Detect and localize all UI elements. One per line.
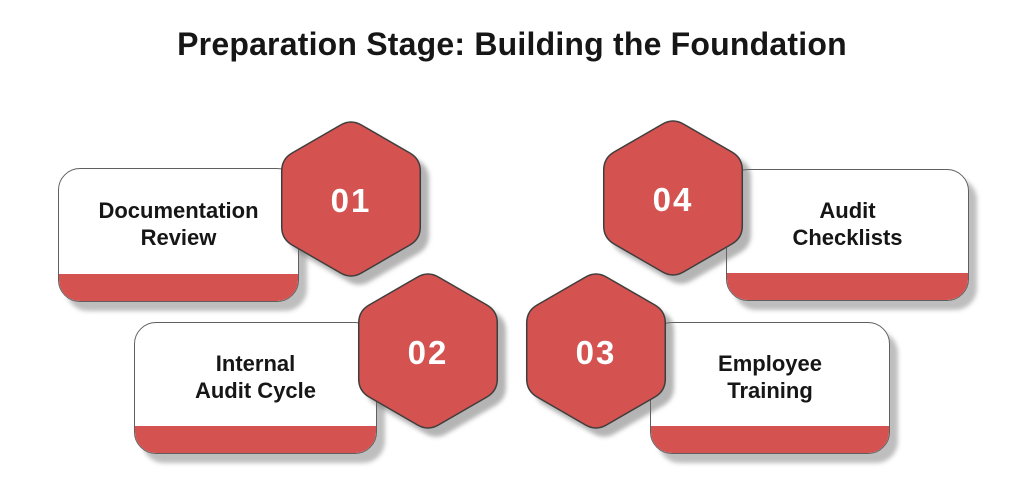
page-title: Preparation Stage: Building the Foundati… — [177, 26, 847, 62]
card-accent-bar — [727, 273, 968, 300]
card-accent-bar — [135, 426, 376, 453]
card-label-line: Checklists — [792, 224, 903, 250]
card-accent-bar — [59, 274, 298, 301]
card-documentation-review: Documentation Review — [58, 168, 299, 302]
card-label-line: Audit Cycle — [194, 377, 317, 403]
card-label-line: Training — [727, 377, 813, 403]
card-label-line: Internal — [215, 350, 296, 376]
card-label: Employee Training — [651, 329, 889, 426]
card-employee-training: Employee Training — [650, 322, 890, 454]
hexagon-step-3: 03 — [510, 260, 682, 446]
card-label: Audit Checklists — [727, 176, 968, 273]
card-label: Documentation Review — [59, 175, 298, 274]
card-label-line: Audit — [819, 197, 876, 223]
card-label: Internal Audit Cycle — [135, 329, 376, 426]
hexagon-step-4: 04 — [587, 107, 759, 293]
card-label-line: Employee — [718, 350, 822, 376]
step-number: 04 — [652, 181, 694, 218]
card-internal-audit-cycle: Internal Audit Cycle — [134, 322, 377, 454]
card-audit-checklists: Audit Checklists — [726, 169, 969, 301]
step-number: 03 — [575, 334, 617, 371]
card-accent-bar — [651, 426, 889, 453]
step-number: 01 — [330, 182, 372, 219]
hexagon-step-1: 01 — [265, 108, 437, 294]
hexagon-step-2: 02 — [342, 260, 514, 446]
step-number: 02 — [407, 334, 449, 371]
card-label-line: Documentation — [98, 197, 259, 223]
card-label-line: Review — [140, 224, 217, 250]
